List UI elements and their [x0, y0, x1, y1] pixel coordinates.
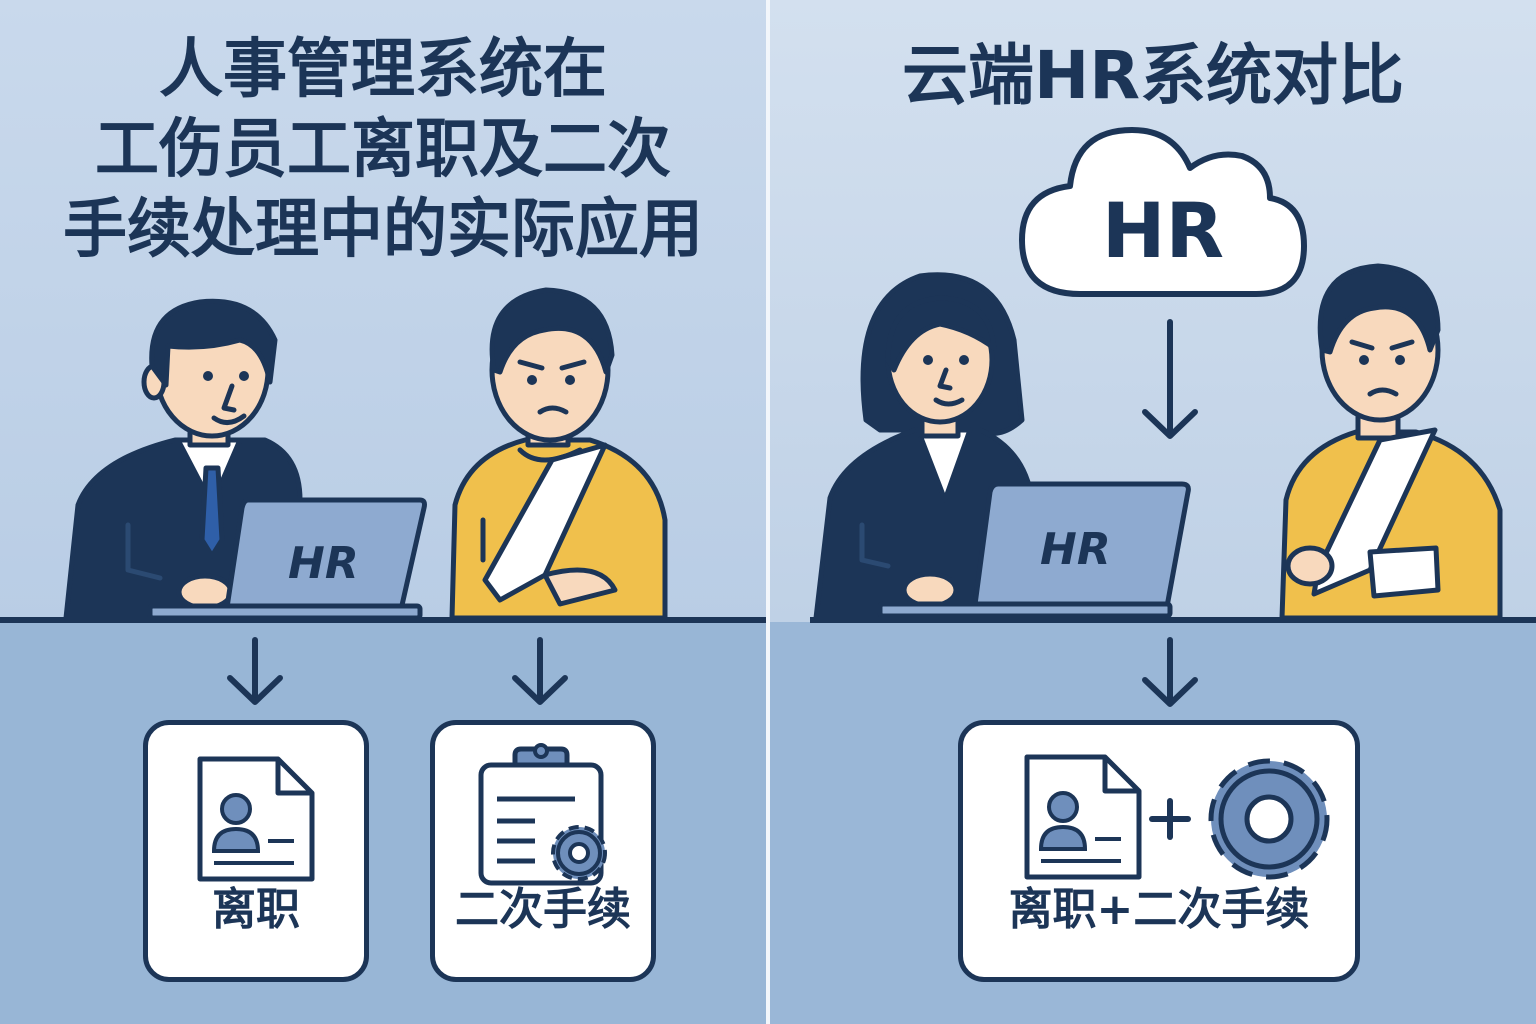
- cloud-icon: [1019, 127, 1307, 297]
- left-title-line-2: 工伤员工离职及二次: [95, 113, 671, 187]
- left-title-line-1: 人事管理系统在: [159, 33, 607, 107]
- right-laptop-label: HR: [1040, 524, 1111, 575]
- right-injured-employee-illustration: [1279, 263, 1503, 621]
- resignation-label: 离职: [212, 884, 300, 935]
- injured-employee-illustration: [449, 287, 668, 621]
- left-title-line-3: 手续处理中的实际应用: [63, 193, 703, 267]
- right-title: 云端HR系统对比: [901, 37, 1405, 114]
- combined-procedures-label: 离职+二次手续: [1008, 884, 1310, 935]
- resume-document-icon: [197, 756, 315, 882]
- resume-document-icon: [1024, 754, 1142, 880]
- cloud-label: HR: [1101, 186, 1225, 275]
- left-laptop-label: HR: [288, 538, 359, 589]
- left-title: 人事管理系统在 工伤员工离职及二次 手续处理中的实际应用: [20, 30, 746, 270]
- secondary-procedures-label: 二次手续: [455, 884, 631, 935]
- clipboard-gear-icon: [478, 743, 607, 886]
- right-panel: 云端HR系统对比: [770, 0, 1536, 1024]
- left-illustration: [0, 287, 766, 705]
- left-arrow-resignation: [227, 637, 283, 705]
- left-panel: 人事管理系统在 工伤员工离职及二次 手续处理中的实际应用: [0, 0, 766, 1024]
- left-arrow-secondary: [512, 637, 568, 705]
- right-laptop: [877, 481, 1191, 619]
- panel-divider: [766, 0, 770, 1024]
- combined-procedures-card[interactable]: 离职+二次手续: [958, 720, 1360, 982]
- secondary-procedures-card[interactable]: 二次手续: [430, 720, 656, 982]
- right-result-arrow: [1142, 637, 1198, 707]
- resignation-card[interactable]: 离职: [143, 720, 369, 982]
- plus-icon: [1149, 798, 1191, 840]
- gear-icon: [1208, 758, 1330, 880]
- right-illustration: [810, 127, 1536, 707]
- cloud-to-laptop-arrow: [1142, 319, 1198, 439]
